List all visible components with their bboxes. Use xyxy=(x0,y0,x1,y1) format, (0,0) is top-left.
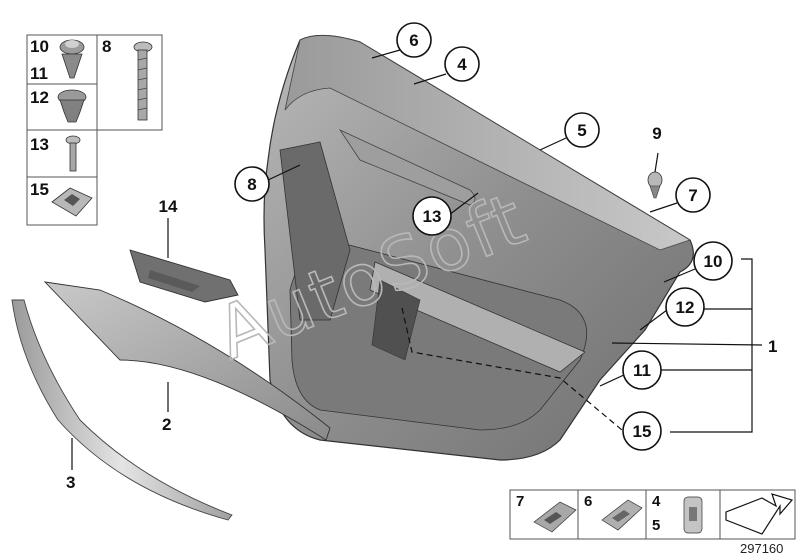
callout-13: 13 xyxy=(412,196,452,236)
trim-strip-part xyxy=(43,281,331,441)
callout-3: 3 xyxy=(66,473,75,492)
legend-label-8: 8 xyxy=(102,37,111,56)
svg-text:1: 1 xyxy=(768,337,777,356)
bracket-icon-6 xyxy=(601,499,643,531)
callout-15: 15 xyxy=(622,411,662,451)
callout-7: 7 xyxy=(675,177,711,213)
svg-text:6: 6 xyxy=(409,31,418,50)
svg-text:2: 2 xyxy=(162,415,171,434)
callout-9: 9 xyxy=(652,124,661,143)
box-label-4: 4 xyxy=(652,493,661,510)
small-screw-icon xyxy=(65,135,81,172)
svg-text:10: 10 xyxy=(704,252,723,271)
callout-4: 4 xyxy=(444,46,480,82)
clip-icon-4-5 xyxy=(683,496,703,534)
callout-2: 2 xyxy=(162,415,171,434)
legend-label-10: 10 xyxy=(30,37,49,56)
legend-label-11: 11 xyxy=(30,64,48,83)
svg-text:15: 15 xyxy=(633,422,652,441)
svg-text:13: 13 xyxy=(423,207,442,226)
clip-part-9 xyxy=(647,171,663,199)
screw-icon xyxy=(133,41,153,121)
svg-text:5: 5 xyxy=(577,121,586,140)
legend-label-15: 15 xyxy=(30,180,49,199)
door-trim-panel xyxy=(263,34,694,461)
push-clip-icon xyxy=(57,89,87,123)
reference-number: 297160 xyxy=(740,541,783,556)
callout-12: 12 xyxy=(665,287,705,327)
callout-14: 14 xyxy=(159,197,178,216)
svg-text:14: 14 xyxy=(159,197,178,216)
callout-8: 8 xyxy=(234,166,270,202)
svg-text:12: 12 xyxy=(676,298,695,317)
svg-text:8: 8 xyxy=(247,175,256,194)
svg-text:11: 11 xyxy=(633,361,651,380)
callout-6: 6 xyxy=(396,22,432,58)
svg-text:4: 4 xyxy=(457,55,467,74)
box-label-7: 7 xyxy=(516,493,524,510)
expanding-clip-icon xyxy=(59,39,85,79)
callout-10: 10 xyxy=(693,241,733,281)
callout-11: 11 xyxy=(622,350,662,390)
fastener-legend-box: 10 11 8 12 13 15 xyxy=(26,34,163,226)
bracket-icon-7 xyxy=(533,501,577,533)
callout-5: 5 xyxy=(564,112,600,148)
callout-1: 1 xyxy=(768,337,777,356)
leader-lines xyxy=(71,49,763,470)
box-label-6: 6 xyxy=(584,493,592,510)
legend-label-13: 13 xyxy=(30,135,49,154)
switch-panel-part xyxy=(129,249,239,303)
svg-text:7: 7 xyxy=(688,186,697,205)
accessory-box: 7 6 4 5 xyxy=(509,489,796,540)
svg-text:3: 3 xyxy=(66,473,75,492)
pointer-arrow-icon xyxy=(725,493,794,535)
clip-nut-icon xyxy=(51,187,93,217)
svg-text:9: 9 xyxy=(652,124,661,143)
box-label-5: 5 xyxy=(652,517,660,534)
legend-label-12: 12 xyxy=(30,88,49,107)
trim-moulding-part xyxy=(11,299,233,521)
